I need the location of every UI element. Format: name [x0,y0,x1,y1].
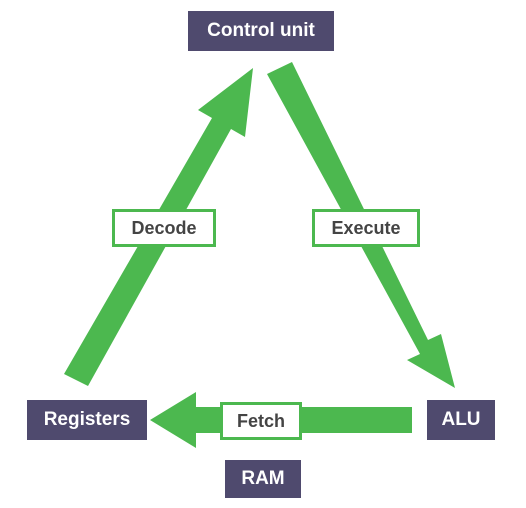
decode-label: Decode [112,209,216,247]
control-unit-node: Control unit [188,11,334,51]
registers-node: Registers [27,400,147,440]
execute-label: Execute [312,209,420,247]
fetch-label: Fetch [220,402,302,440]
alu-node: ALU [427,400,495,440]
ram-node: RAM [225,460,301,498]
